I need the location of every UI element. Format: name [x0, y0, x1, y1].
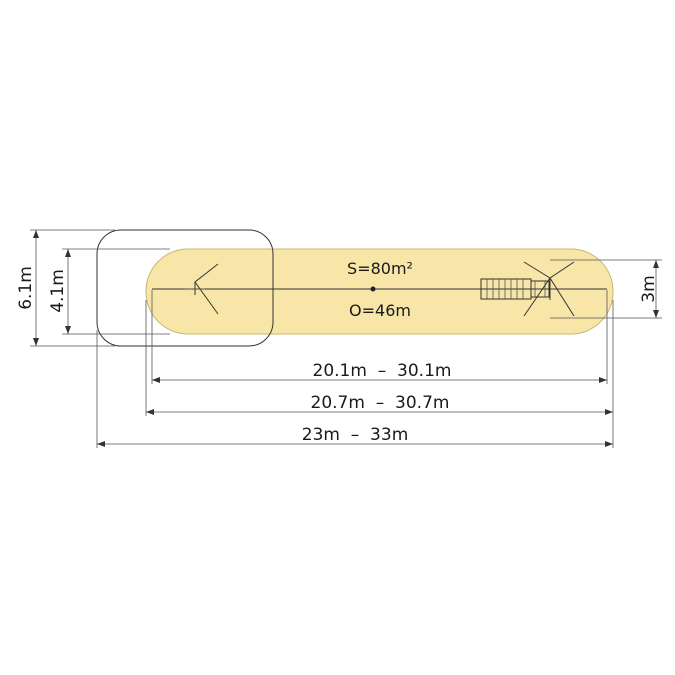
length-inner-label: 20.1m – 30.1m [313, 361, 452, 381]
height-inner-label: 4.1m [48, 269, 68, 313]
length-outer-label: 23m – 33m [302, 425, 409, 445]
dimension-length-inner: 20.1m – 30.1m [152, 361, 607, 383]
start-platform-zone [96, 229, 274, 347]
height-outer-label: 6.1m [16, 266, 36, 310]
cable-car-icon [480, 278, 550, 300]
width-right-label: 3m [639, 275, 659, 302]
perimeter-label: O=46m [349, 301, 411, 320]
length-middle-label: 20.7m – 30.7m [311, 393, 450, 413]
dimension-width-right: 3m [639, 260, 659, 318]
dimension-length-middle: 20.7m – 30.7m [146, 393, 613, 415]
safety-zone [145, 248, 614, 335]
dimension-height-outer: 6.1m [16, 230, 39, 346]
dimension-length-outer: 23m – 33m [97, 425, 613, 447]
left-mount-icon [185, 263, 219, 315]
center-point [370, 286, 376, 292]
right-mount-icon [523, 261, 575, 317]
dimension-height-inner: 4.1m [48, 249, 71, 334]
area-label: S=80m² [347, 259, 413, 278]
